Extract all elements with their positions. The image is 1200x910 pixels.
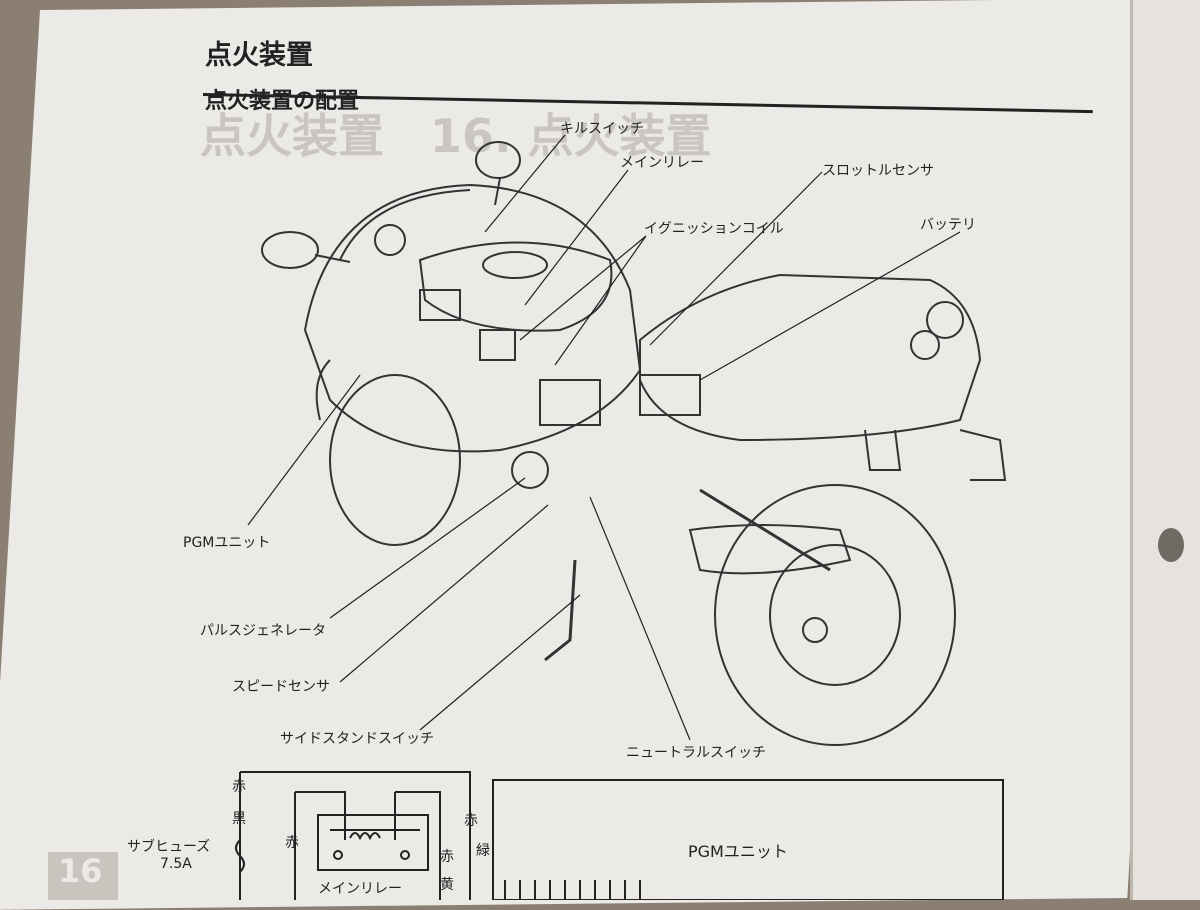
front-wheel (329, 374, 461, 546)
page-tab-number: 16 (58, 852, 103, 890)
pgm-unit-box (492, 779, 1004, 900)
label-side-stand-switch: サイドスタンドスイッチ (280, 731, 434, 747)
wire-color-black: 黒 (232, 811, 246, 827)
wire-color-red: 赤 (232, 779, 246, 795)
page-tab (48, 852, 118, 900)
label-battery: バッテリ (920, 217, 976, 233)
next-page-edge (1130, 0, 1200, 900)
circuit-diagram (235, 771, 1004, 900)
main-relay-box (317, 814, 429, 871)
front-fairing (303, 183, 642, 453)
pgm-unit-label: PGMユニット (688, 842, 788, 861)
show-through-text: 点火装置 16. 点火装置 (200, 109, 712, 163)
fuel-tank (418, 241, 613, 332)
tail-cowl (639, 273, 982, 442)
label-neutral-switch: ニュートラルスイッチ (626, 745, 766, 761)
label-pgm-unit: PGMユニット (183, 535, 271, 551)
wire-color-red-4: 赤 (440, 849, 454, 865)
label-kill-switch: キルスイッチ (560, 121, 644, 137)
sub-fuse-label: サブヒューズ (127, 839, 211, 855)
binder-hole (1158, 528, 1184, 562)
muffler (688, 524, 852, 575)
wire-color-yellow: 黄 (440, 877, 454, 893)
leader-lines (247, 134, 961, 741)
label-speed-sensor: スピードセンサ (232, 679, 330, 695)
section-heading: 点火装置 (205, 40, 313, 71)
label-ignition-coil: イグニッションコイル (644, 221, 784, 237)
sub-fuse-rating: 7.5A (160, 856, 192, 872)
side-stand (544, 559, 577, 662)
wire-color-red-3: 赤 (464, 813, 478, 829)
wire-color-green: 緑 (476, 843, 490, 859)
label-pulse-generator: パルスジェネレータ (200, 623, 326, 639)
wire-color-red-2: 赤 (285, 835, 299, 851)
main-relay-label: メインリレー (318, 881, 402, 897)
rear-wheel (714, 484, 956, 746)
label-throttle-sensor: スロットルセンサ (822, 163, 934, 179)
pulse-generator-part (511, 451, 549, 489)
label-main-relay: メインリレー (620, 155, 704, 171)
